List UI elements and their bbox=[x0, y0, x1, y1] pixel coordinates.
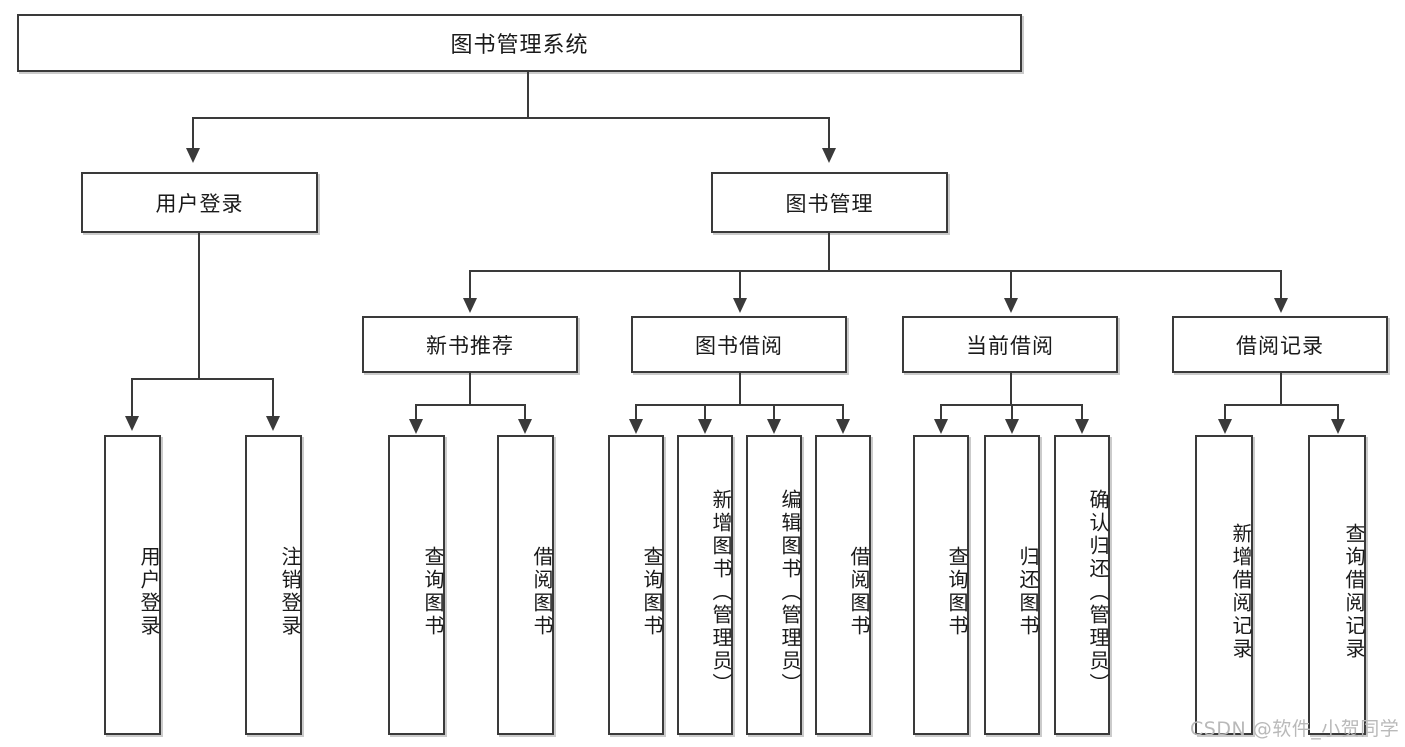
arrow-to-book-management bbox=[822, 148, 836, 163]
connector-root-stem bbox=[527, 72, 529, 118]
arrow-nbr-child1 bbox=[409, 419, 423, 434]
connector-to-new-book-recommend bbox=[469, 270, 471, 300]
connector-bb-child4 bbox=[842, 404, 844, 420]
leaf-user-login[interactable]: 用户登录 bbox=[104, 435, 161, 735]
leaf-query-book-3[interactable]: 查询图书 bbox=[913, 435, 969, 735]
leaf-label: 编辑图书（管理员） bbox=[778, 488, 802, 696]
leaf-label: 新增图书（管理员） bbox=[709, 488, 733, 696]
connector-to-book-management bbox=[828, 117, 830, 150]
connector-br-stem bbox=[1280, 373, 1282, 405]
connector-br-child2 bbox=[1337, 404, 1339, 420]
leaf-query-book-2[interactable]: 查询图书 bbox=[608, 435, 664, 735]
connector-user-login-child1 bbox=[131, 378, 133, 418]
connector-to-current-borrow bbox=[1010, 270, 1012, 300]
connector-bb-child2 bbox=[704, 404, 706, 420]
connector-nbr-child2 bbox=[524, 404, 526, 420]
node-label: 借阅记录 bbox=[1236, 333, 1324, 358]
leaf-add-book[interactable]: 新增图书（管理员） bbox=[677, 435, 733, 735]
node-label: 当前借阅 bbox=[966, 333, 1054, 358]
connector-br-child1 bbox=[1224, 404, 1226, 420]
arrow-cb-child2 bbox=[1005, 419, 1019, 434]
connector-root-bus bbox=[192, 117, 830, 119]
node-current-borrow[interactable]: 当前借阅 bbox=[902, 316, 1118, 373]
node-book-management[interactable]: 图书管理 bbox=[711, 172, 948, 233]
arrow-to-new-book-recommend bbox=[463, 298, 477, 313]
arrow-to-current-borrow bbox=[1004, 298, 1018, 313]
connector-book-management-bus bbox=[469, 270, 1281, 272]
leaf-edit-book[interactable]: 编辑图书（管理员） bbox=[746, 435, 802, 735]
connector-bb-child3 bbox=[773, 404, 775, 420]
arrow-bb-child3 bbox=[767, 419, 781, 434]
connector-bb-stem bbox=[739, 373, 741, 405]
leaf-label: 注销登录 bbox=[278, 546, 302, 638]
node-label: 图书管理 bbox=[785, 191, 874, 216]
leaf-label: 借阅图书 bbox=[530, 546, 554, 638]
connector-nbr-child1 bbox=[415, 404, 417, 420]
leaf-query-book-1[interactable]: 查询图书 bbox=[388, 435, 445, 735]
connector-br-bus bbox=[1224, 404, 1338, 406]
node-label: 用户登录 bbox=[155, 191, 244, 216]
node-user-login[interactable]: 用户登录 bbox=[81, 172, 318, 233]
node-root-system[interactable]: 图书管理系统 bbox=[17, 14, 1022, 72]
connector-cb-child2 bbox=[1011, 404, 1013, 420]
leaf-label: 新增借阅记录 bbox=[1229, 523, 1253, 661]
connector-user-login-bus bbox=[131, 378, 274, 380]
node-label: 新书推荐 bbox=[426, 333, 514, 358]
leaf-label: 查询图书 bbox=[421, 546, 445, 638]
arrow-to-user-login bbox=[186, 148, 200, 163]
arrow-to-borrow-record bbox=[1274, 298, 1288, 313]
arrow-bb-child2 bbox=[698, 419, 712, 434]
connector-cb-child3 bbox=[1081, 404, 1083, 420]
arrow-br-child1 bbox=[1218, 419, 1232, 434]
leaf-label: 确认归还（管理员） bbox=[1086, 488, 1110, 696]
node-borrow-record[interactable]: 借阅记录 bbox=[1172, 316, 1388, 373]
connector-bb-bus bbox=[635, 404, 843, 406]
leaf-borrow-book-1[interactable]: 借阅图书 bbox=[497, 435, 554, 735]
node-new-book-recommend[interactable]: 新书推荐 bbox=[362, 316, 578, 373]
arrow-nbr-child2 bbox=[518, 419, 532, 434]
leaf-label: 查询图书 bbox=[640, 546, 664, 638]
arrow-user-login-child1 bbox=[125, 416, 139, 431]
arrow-br-child2 bbox=[1331, 419, 1345, 434]
node-book-borrow[interactable]: 图书借阅 bbox=[631, 316, 847, 373]
connector-nbr-stem bbox=[469, 373, 471, 405]
leaf-confirm-return[interactable]: 确认归还（管理员） bbox=[1054, 435, 1110, 735]
node-label: 图书借阅 bbox=[695, 333, 783, 358]
leaf-label: 借阅图书 bbox=[847, 546, 871, 638]
arrow-bb-child4 bbox=[836, 419, 850, 434]
leaf-borrow-book-2[interactable]: 借阅图书 bbox=[815, 435, 871, 735]
connector-cb-stem bbox=[1010, 373, 1012, 405]
connector-bb-child1 bbox=[635, 404, 637, 420]
leaf-label: 用户登录 bbox=[137, 546, 161, 638]
arrow-cb-child3 bbox=[1075, 419, 1089, 434]
connector-user-login-child2 bbox=[272, 378, 274, 418]
connector-nbr-bus bbox=[415, 404, 525, 406]
leaf-add-borrow-record[interactable]: 新增借阅记录 bbox=[1195, 435, 1253, 735]
arrow-cb-child1 bbox=[934, 419, 948, 434]
connector-to-borrow-record bbox=[1280, 270, 1282, 300]
leaf-label: 查询借阅记录 bbox=[1342, 523, 1366, 661]
arrow-to-book-borrow bbox=[733, 298, 747, 313]
connector-to-book-borrow bbox=[739, 270, 741, 300]
arrow-bb-child1 bbox=[629, 419, 643, 434]
node-label: 图书管理系统 bbox=[450, 33, 589, 58]
connector-user-login-stem bbox=[198, 233, 200, 379]
connector-cb-child1 bbox=[940, 404, 942, 420]
leaf-label: 归还图书 bbox=[1016, 546, 1040, 638]
leaf-logout-login[interactable]: 注销登录 bbox=[245, 435, 302, 735]
leaf-return-book[interactable]: 归还图书 bbox=[984, 435, 1040, 735]
leaf-label: 查询图书 bbox=[945, 546, 969, 638]
connector-to-user-login bbox=[192, 117, 194, 150]
leaf-query-borrow-record[interactable]: 查询借阅记录 bbox=[1308, 435, 1366, 735]
arrow-user-login-child2 bbox=[266, 416, 280, 431]
connector-book-management-stem bbox=[828, 233, 830, 271]
